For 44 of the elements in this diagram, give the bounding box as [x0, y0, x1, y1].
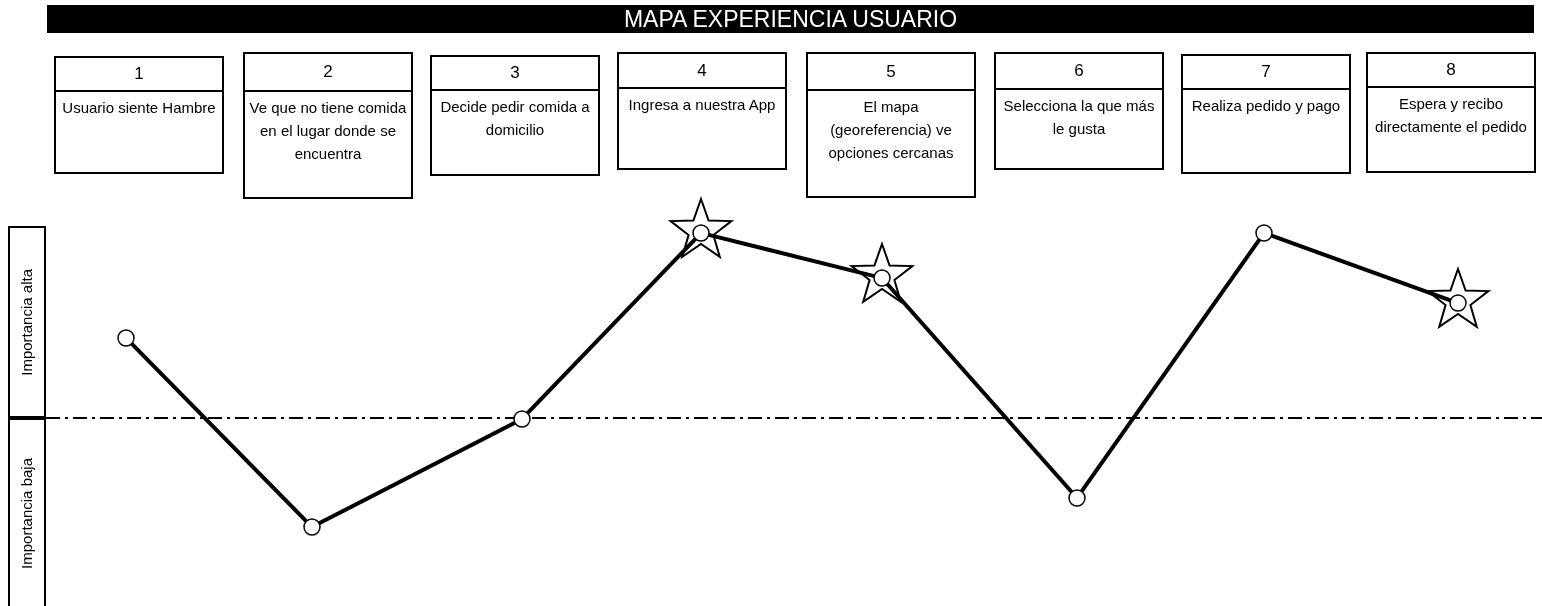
step-description: Ve que no tiene comida en el lugar donde se encuentra [248, 98, 408, 164]
journey-line [708, 233, 875, 278]
step-description: Decide pedir comida a domicilio [439, 97, 591, 140]
step-number: 3 [432, 57, 598, 91]
data-point [1449, 294, 1467, 312]
journey-line [318, 420, 516, 526]
step-card [430, 55, 600, 176]
journey-line [526, 237, 697, 415]
step-description: Selecciona la que más le gusta [1002, 96, 1156, 139]
data-point [873, 269, 891, 287]
importance-band [8, 418, 46, 606]
data-point [117, 329, 135, 347]
step-number: 7 [1183, 56, 1349, 90]
step-card [994, 52, 1164, 170]
axis-label: Importancia baja [16, 457, 36, 569]
step-description: El mapa (georeferencia) ve opciones cercanas [827, 97, 955, 163]
axis-label: Importancia alta [16, 268, 36, 376]
importance-band [8, 226, 46, 418]
step-number: 2 [245, 54, 411, 92]
step-card [806, 52, 976, 198]
step-card [54, 56, 224, 174]
step-number: 1 [56, 58, 222, 92]
step-number: 5 [808, 54, 974, 91]
journey-line [885, 282, 1074, 494]
data-point [513, 410, 531, 428]
step-description: Espera y recibo directamente el pedido [1374, 94, 1528, 137]
step-description: Usuario siente Hambre [61, 98, 217, 118]
data-point [1068, 489, 1086, 507]
journey-line [1079, 238, 1262, 493]
step-card [617, 52, 787, 170]
journey-line [130, 342, 308, 523]
step-card [1366, 52, 1536, 173]
step-number: 4 [619, 54, 785, 89]
data-point [1255, 224, 1273, 242]
step-number: 8 [1368, 54, 1534, 88]
step-number: 6 [996, 54, 1162, 90]
data-point [692, 224, 710, 242]
step-card [1181, 54, 1351, 174]
step-description: Ingresa a nuestra App [627, 95, 777, 115]
journey-line [1270, 233, 1452, 303]
step-card [243, 52, 413, 199]
title-bar: MAPA EXPERIENCIA USUARIO [47, 5, 1534, 33]
data-point [303, 518, 321, 536]
step-description: Realiza pedido y pago [1190, 96, 1342, 116]
